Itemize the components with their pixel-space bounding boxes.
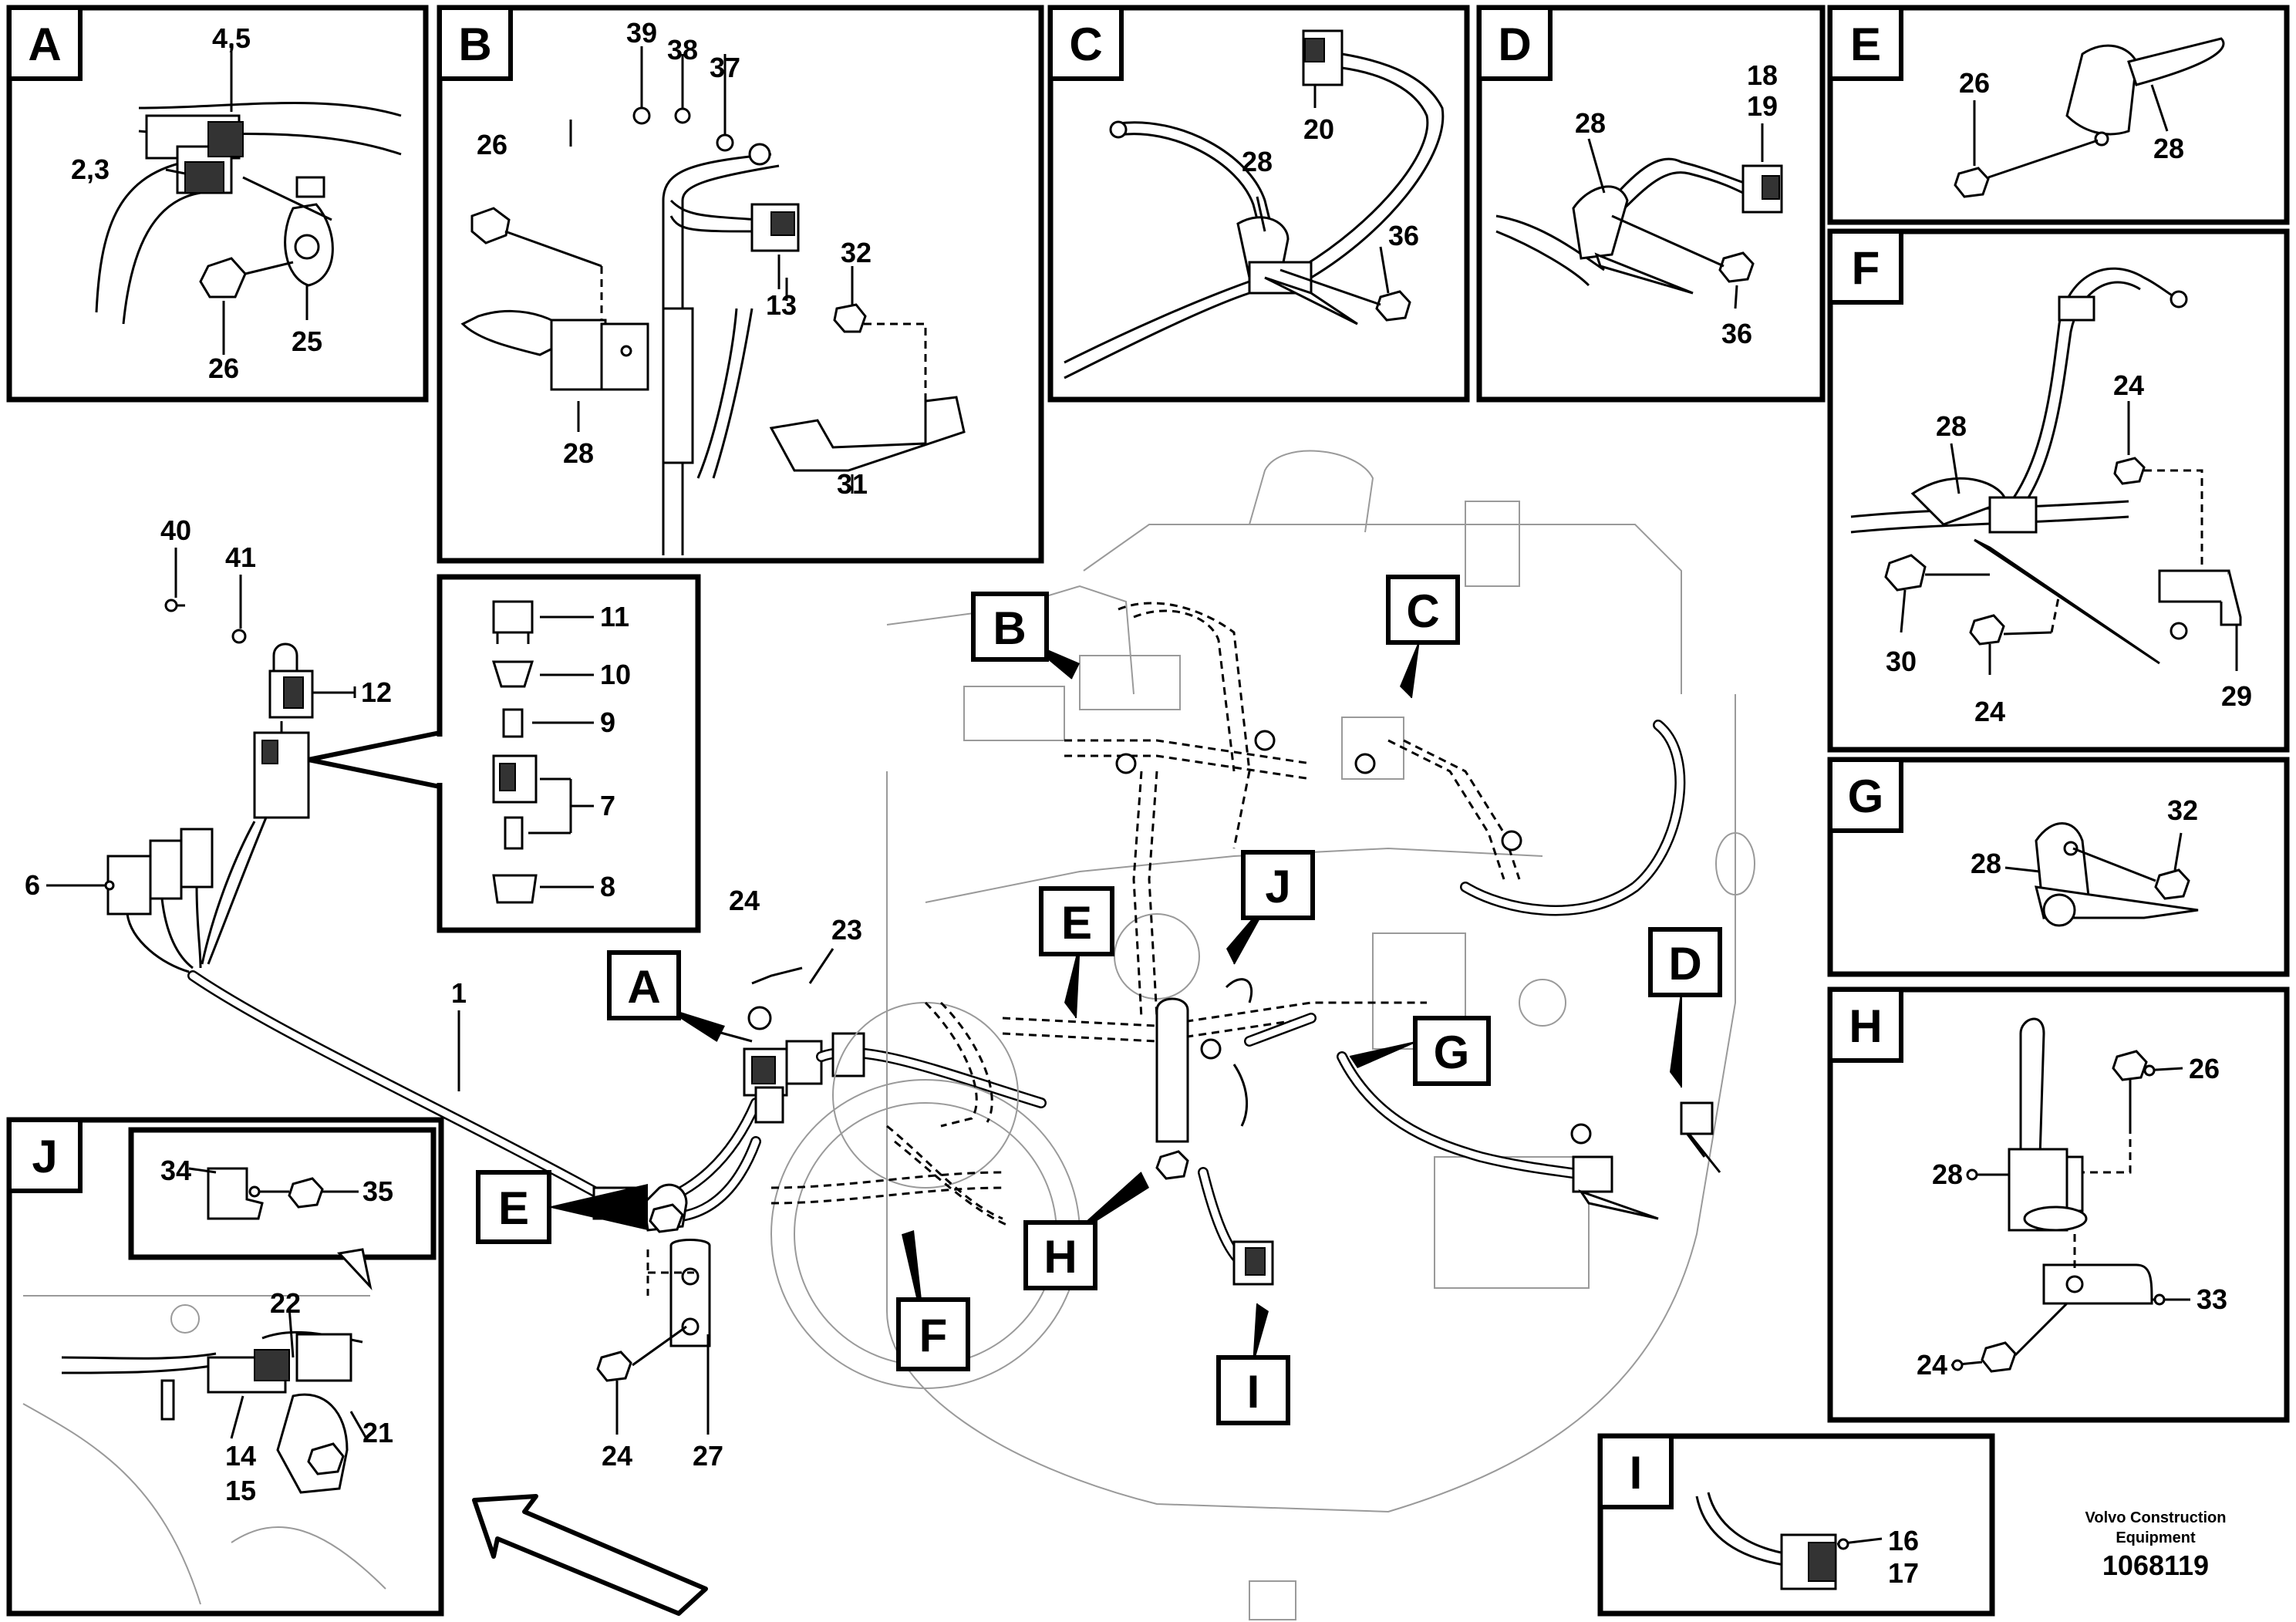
callout-24: 24	[1974, 696, 2005, 727]
callout-37: 37	[710, 52, 740, 83]
detail-panel-h: H 26 28 33 24	[1827, 986, 2290, 1423]
callout-41: 41	[225, 541, 256, 573]
callout-23: 23	[831, 914, 862, 946]
callout-33: 33	[2197, 1283, 2227, 1315]
callout-26: 26	[208, 352, 239, 384]
panel-d-label: D	[1498, 19, 1531, 70]
detail-panel-i: I 16 17	[1597, 1433, 1995, 1617]
callout-1: 1	[451, 977, 467, 1009]
drawing-number: 1068119	[2102, 1549, 2209, 1581]
callout-36: 36	[1721, 318, 1752, 349]
callout-26: 26	[1959, 67, 1990, 99]
panel-c-label: C	[1069, 19, 1102, 70]
detail-panel-a: A 4,5 2,3 26 25	[6, 5, 429, 403]
callout-24: 24	[729, 885, 760, 916]
detail-panel-j: J 34 35 22 21 14 15	[6, 1117, 444, 1617]
callout-28: 28	[1932, 1158, 1963, 1190]
view-tag-i: I	[1247, 1366, 1260, 1418]
callout-28: 28	[1242, 146, 1273, 177]
callout-14: 14	[225, 1440, 256, 1472]
engine-harness	[770, 602, 1721, 1286]
panel-e-label: E	[1850, 19, 1881, 70]
detail-panel-d: D 18 19 28 36	[1476, 5, 1826, 403]
panel-f-label: F	[1852, 242, 1880, 294]
callout-21: 21	[362, 1417, 393, 1448]
view-tag-f: F	[919, 1310, 948, 1361]
callout-7: 7	[600, 790, 615, 821]
panel-a-label: A	[28, 19, 61, 70]
view-tag-j: J	[1265, 861, 1290, 912]
callout-28: 28	[2153, 133, 2184, 164]
drawing-credit: Volvo Construction Equipment 1068119	[2085, 1509, 2227, 1581]
callout-26: 26	[2189, 1053, 2220, 1084]
callout-13: 13	[766, 289, 797, 321]
callout-28: 28	[1936, 410, 1967, 442]
callout-26: 26	[477, 129, 507, 160]
callout-27: 27	[693, 1440, 723, 1472]
callout-29: 29	[2221, 680, 2252, 712]
callout-6: 6	[25, 869, 40, 901]
callout-10: 10	[600, 659, 631, 690]
panel-g-label: G	[1848, 771, 1884, 822]
callout-2-3: 2,3	[71, 153, 110, 185]
callout-15: 15	[225, 1475, 256, 1506]
detail-panel-c: C 20 28 36	[1047, 5, 1470, 403]
panel-j-label: J	[32, 1131, 57, 1182]
callout-35: 35	[362, 1175, 393, 1207]
callout-16: 16	[1888, 1525, 1919, 1556]
callout-9: 9	[600, 706, 615, 738]
callout-20: 20	[1303, 113, 1334, 145]
panel-b-label: B	[458, 19, 491, 70]
callout-28: 28	[1575, 107, 1606, 139]
view-tag-a: A	[627, 961, 660, 1013]
callout-31: 31	[837, 468, 868, 500]
company-line-2: Equipment	[2116, 1529, 2196, 1546]
view-tag-h: H	[1043, 1231, 1077, 1283]
callout-19: 19	[1747, 90, 1778, 122]
callout-8: 8	[600, 871, 615, 902]
direction-arrow	[472, 1494, 708, 1616]
view-tag-d: D	[1668, 938, 1701, 990]
company-line-1: Volvo Construction	[2085, 1509, 2227, 1526]
callout-22: 22	[270, 1287, 301, 1319]
callout-25: 25	[292, 325, 322, 357]
callout-34: 34	[160, 1155, 191, 1186]
panel-h-label: H	[1849, 1000, 1882, 1052]
callout-11: 11	[600, 601, 629, 632]
callout-28: 28	[563, 437, 594, 469]
callout-17: 17	[1888, 1557, 1919, 1589]
detail-panel-e: E 26 28	[1827, 5, 2290, 225]
view-tag-b: B	[993, 602, 1026, 654]
detail-panel-b: B 39 38 37 26 13 32 28 31	[437, 5, 1044, 564]
view-tag-leaders: B C J E A D G E H F I	[476, 575, 1722, 1425]
callout-36: 36	[1388, 220, 1419, 251]
view-tag-e: E	[1061, 897, 1092, 949]
callout-38: 38	[667, 34, 698, 66]
callout-40: 40	[160, 514, 191, 546]
view-tag-c: C	[1406, 585, 1439, 637]
detail-panel-g: G 32 28	[1827, 757, 2290, 977]
callout-24: 24	[602, 1440, 632, 1472]
callout-32: 32	[2167, 794, 2198, 826]
fuse-box-exploded-view: 11 10 9 7 8	[308, 574, 701, 933]
callout-32: 32	[841, 237, 872, 268]
main-harness: 40 41 12 6 1 24 23 24 27	[25, 514, 1047, 1472]
callout-12: 12	[361, 676, 392, 708]
callout-24: 24	[2113, 369, 2144, 401]
callout-30: 30	[1886, 646, 1917, 677]
view-tag-g: G	[1434, 1027, 1470, 1078]
callout-39: 39	[626, 17, 657, 49]
panel-i-label: I	[1630, 1447, 1643, 1499]
view-tag-e-lower: E	[498, 1182, 529, 1234]
callout-4-5: 4,5	[212, 22, 251, 54]
callout-24: 24	[1917, 1349, 1947, 1381]
detail-panel-f: F 28 24 30 24 29	[1827, 228, 2290, 753]
callout-28: 28	[1971, 848, 2001, 879]
callout-18: 18	[1747, 59, 1778, 91]
